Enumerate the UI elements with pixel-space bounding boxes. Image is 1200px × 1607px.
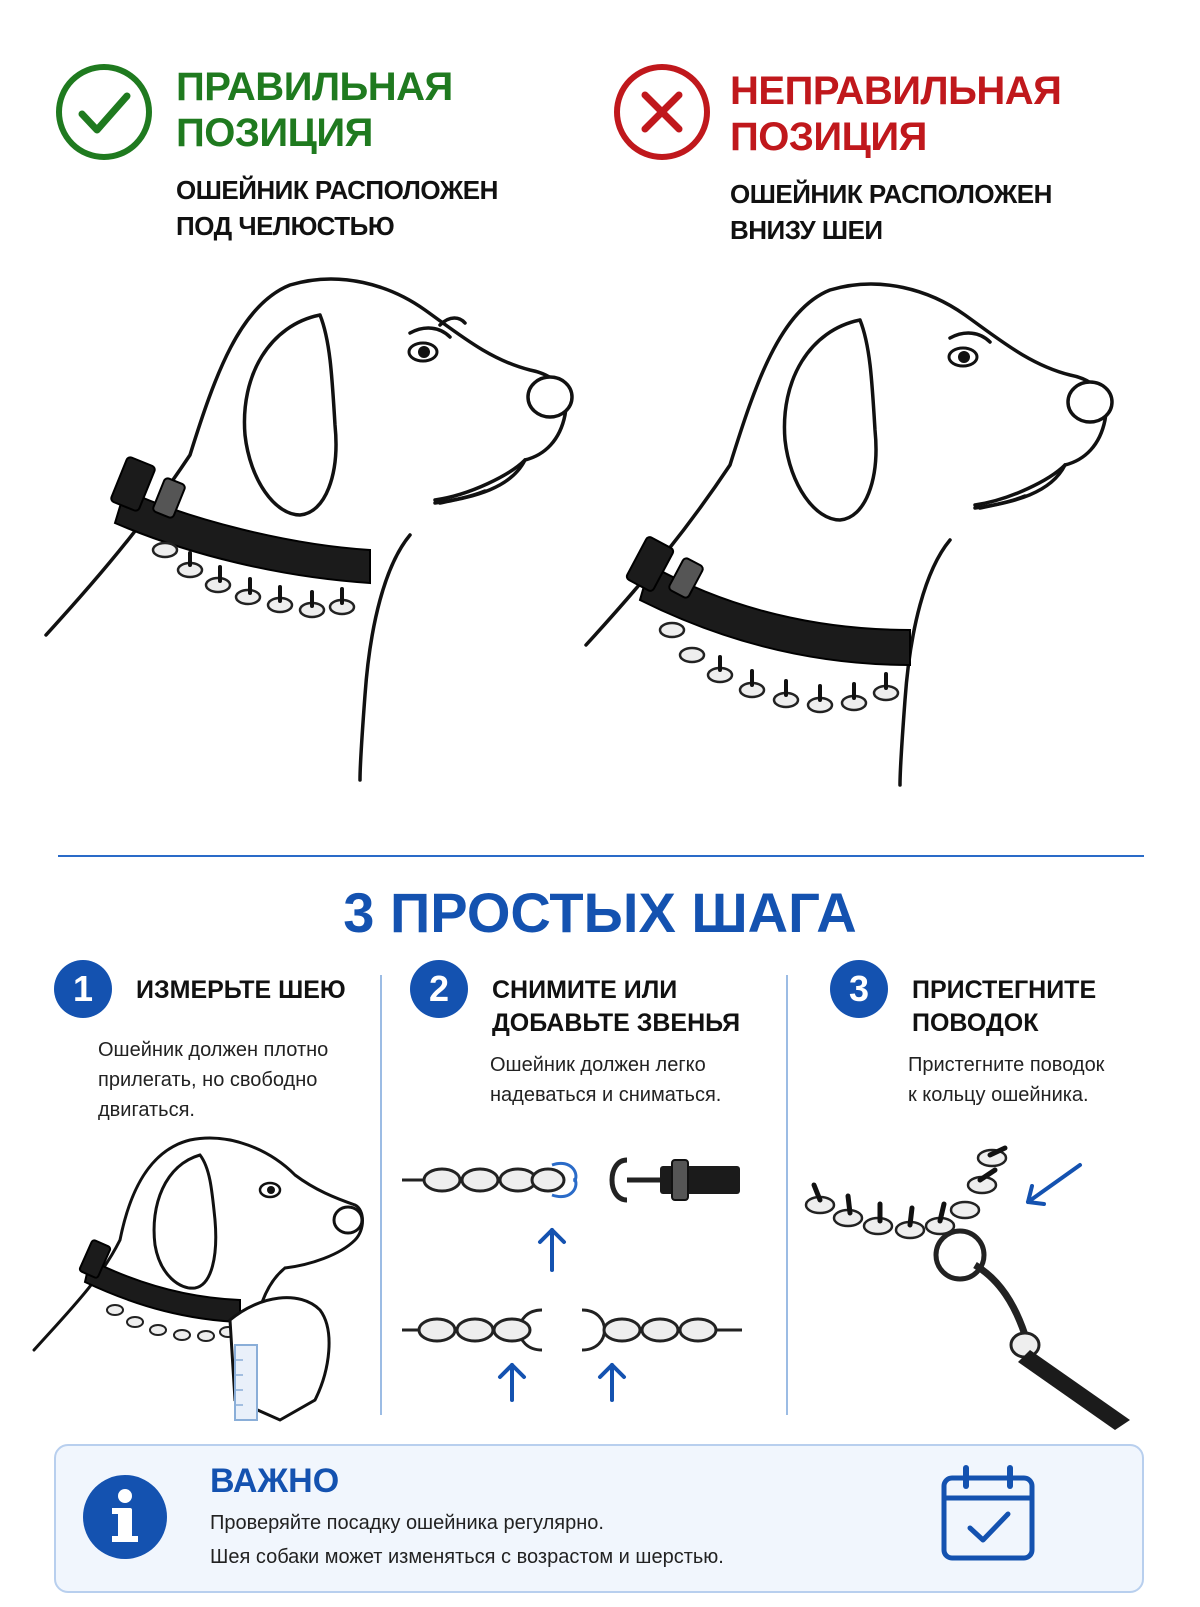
step-1-number-badge: 1	[54, 960, 112, 1018]
info-icon	[83, 1475, 167, 1559]
step-1-title: ИЗМЕРЬТЕ ШЕЮ	[136, 976, 346, 1004]
checkmark-circle-icon	[56, 64, 152, 160]
dog-correct-collar-illustration	[44, 277, 574, 782]
dog-incorrect-collar-illustration	[584, 282, 1114, 787]
cross-circle-icon	[614, 64, 710, 160]
important-title: ВАЖНО	[210, 1462, 340, 1500]
step-2-number-badge: 2	[410, 960, 468, 1018]
important-line-2: Шея собаки может изменяться с возрастом …	[210, 1546, 724, 1568]
step-3-number-badge: 3	[830, 960, 888, 1018]
leash-attach-illustration	[804, 1145, 1130, 1430]
correct-title: ПРАВИЛЬНАЯ ПОЗИЦИЯ	[176, 65, 453, 155]
step-3-title: ПРИСТЕГНИТЕ ПОВОДОК	[912, 976, 1097, 1037]
section-divider	[58, 855, 1144, 857]
measure-neck-illustration	[32, 1136, 364, 1422]
chain-links-illustration	[402, 1157, 742, 1402]
important-line-1: Проверяйте посадку ошейника регулярно.	[210, 1512, 604, 1534]
correct-description: ОШЕЙНИК РАСПОЛОЖЕН ПОД ЧЕЛЮСТЬЮ	[176, 175, 498, 241]
incorrect-description: ОШЕЙНИК РАСПОЛОЖЕН ВНИЗУ ШЕИ	[730, 179, 1052, 245]
step-divider	[786, 975, 788, 1415]
step-2-title: СНИМИТЕ ИЛИ ДОБАВЬТЕ ЗВЕНЬЯ	[492, 976, 741, 1037]
step-divider	[380, 975, 382, 1415]
important-notice-box	[54, 1444, 1144, 1593]
steps-section-title: 3 ПРОСТЫХ ШАГА	[343, 881, 857, 944]
incorrect-title: НЕПРАВИЛЬНАЯ ПОЗИЦИЯ	[730, 69, 1062, 159]
step-1-text: Ошейник должен плотно прилегать, но своб…	[98, 1039, 329, 1121]
calendar-check-icon	[941, 1465, 1035, 1561]
step-2-text: Ошейник должен легко надеваться и снимат…	[490, 1054, 722, 1106]
step-3-text: Пристегните поводок к кольцу ошейника.	[908, 1054, 1105, 1106]
